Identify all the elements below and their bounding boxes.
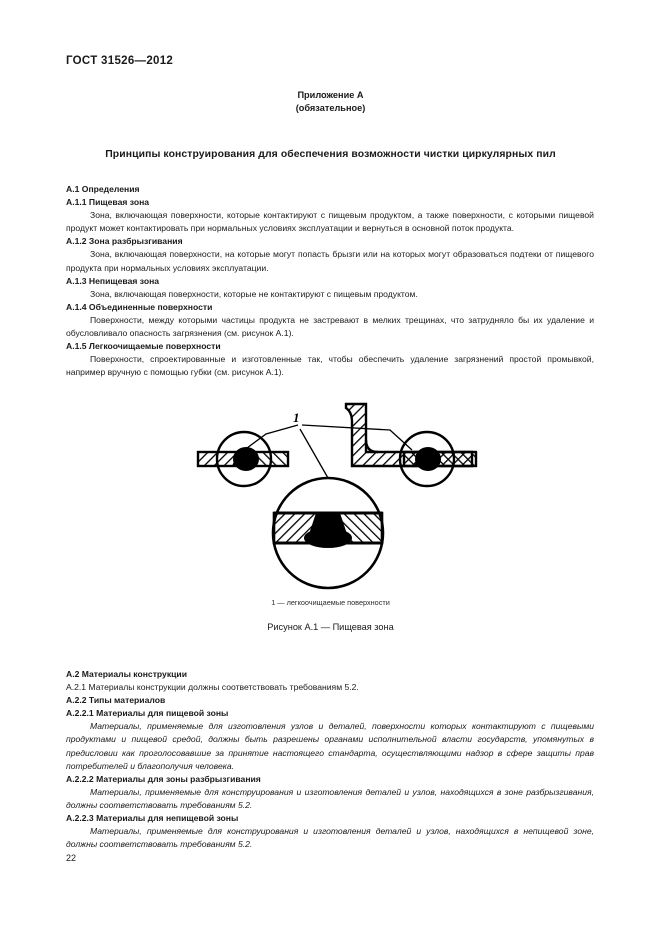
clause-a1-3-heading: А.1.3 Непищевая зона: [66, 275, 160, 286]
clause-a1-4-text: Поверхности, между которыми частицы прод…: [66, 314, 594, 339]
right-joint-assembly: [344, 402, 478, 488]
annex-heading-block: Приложение А (обязательное): [0, 89, 661, 115]
clause-a1-5-heading: А.1.5 Легкоочищаемые поверхности: [66, 341, 221, 352]
clause-a2-2-2-heading: А.2.2.2 Материалы для зоны разбрызгивани…: [66, 773, 261, 784]
clause-a2-2-1-text: Материалы, применяемые для изготовления …: [66, 721, 594, 771]
figure-key: 1 — легкоочищаемые поверхности: [271, 598, 390, 607]
clause-a2-2-1-heading: А.2.2.1 Материалы для пищевой зоны: [66, 708, 229, 719]
clause-a1-5-text: Поверхности, спроектированные и изготовл…: [66, 354, 594, 378]
clause-a2-2-3-heading: А.2.2.3 Материалы для непищевой зоны: [66, 813, 239, 824]
detail-magnified-joint: [271, 476, 385, 590]
clause-a2-2-heading: А.2.2 Типы материалов: [66, 695, 166, 706]
figure-leader-lines: [246, 424, 413, 479]
section-a2: А.2 Материалы конструкции А.2.1 Материал…: [66, 668, 594, 851]
section-a1: А.1 Определения А.1.1 Пищевая зона Зона,…: [66, 183, 594, 379]
figure-callout-1: 1: [293, 410, 300, 425]
clause-a2-2-2-text: Материалы, применяемые для конструирован…: [66, 786, 594, 810]
clause-a2-2-3-text: Материалы, применяемые для конструирован…: [66, 826, 594, 850]
figure-a1-drawing: 1: [196, 402, 478, 590]
clause-a2-1-text: А.2.1 Материалы конструкции должны соотв…: [66, 682, 359, 693]
clause-a1-1-heading: А.1.1 Пищевая зона: [66, 197, 150, 208]
clause-a1-3-text: Зона, включающая поверхности, которые не…: [90, 288, 418, 299]
annex-title: Приложение А: [297, 90, 364, 100]
section-a2-heading: А.2 Материалы конструкции: [66, 669, 187, 679]
clause-a1-2-heading: А.1.2 Зона разбрызгивания: [66, 236, 183, 247]
page-number: 22: [66, 853, 77, 863]
page-title: Принципы конструирования для обеспечения…: [105, 149, 556, 160]
standard-header: ГОСТ 31526—2012: [66, 55, 174, 67]
figure-caption: Рисунок А.1 — Пищевая зона: [267, 622, 394, 632]
section-a1-heading: А.1 Определения: [66, 184, 140, 194]
clause-a1-2-text: Зона, включающая поверхности, на которые…: [66, 249, 594, 273]
left-joint-assembly: [196, 430, 290, 488]
clause-a1-1-text: Зона, включающая поверхности, которые ко…: [66, 210, 594, 234]
figure-a1: 1 1 — легкоочищаемые поверхности Рисунок…: [0, 400, 661, 640]
annex-subtitle: (обязательное): [295, 103, 366, 113]
clause-a1-4-heading: А.1.4 Объединенные поверхности: [66, 301, 213, 312]
